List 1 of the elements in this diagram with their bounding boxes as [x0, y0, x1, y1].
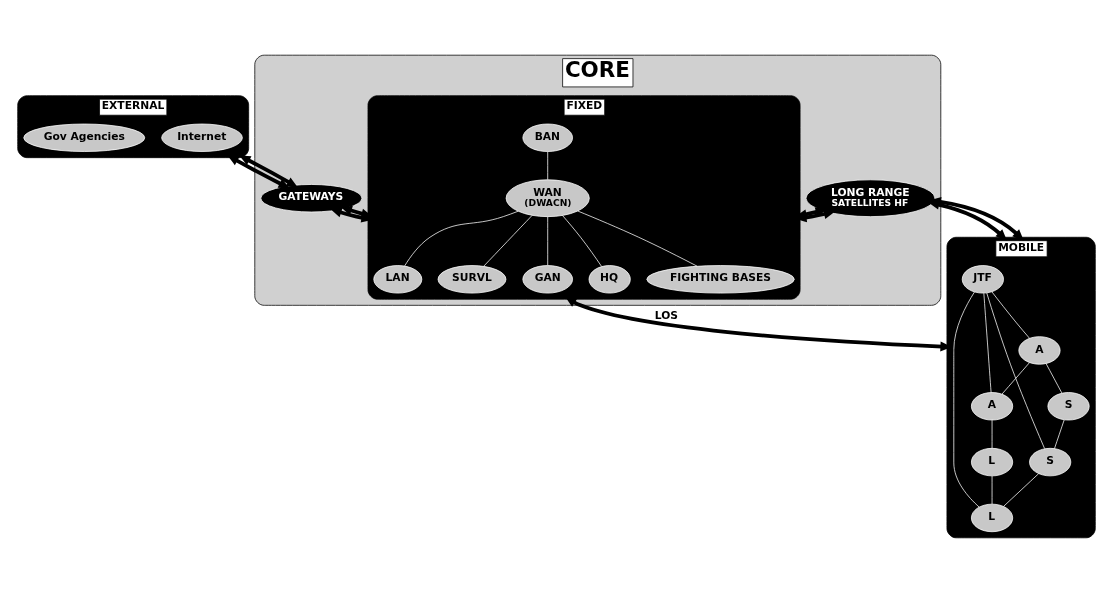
edge-label: LOS	[654, 309, 678, 323]
